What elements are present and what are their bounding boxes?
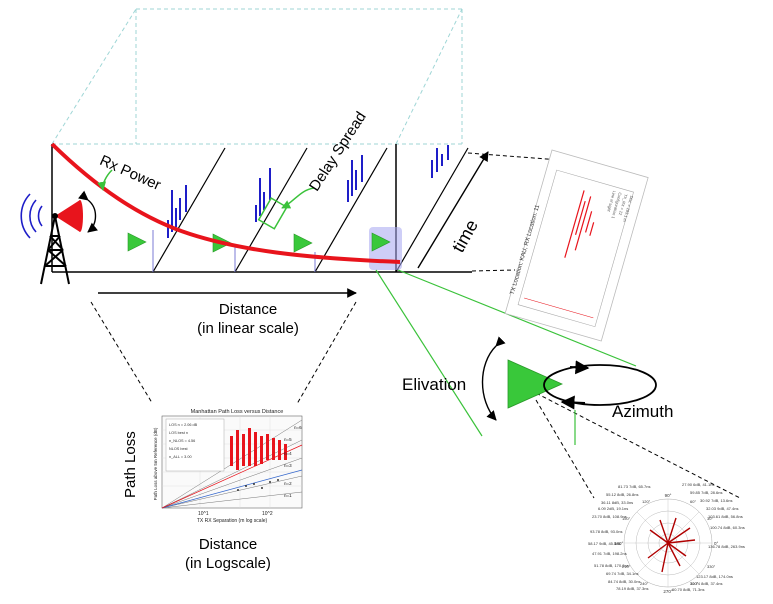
polar-annotation: 51.78 8dB, 170.8ns bbox=[594, 563, 629, 568]
receiver-zoom-lines bbox=[375, 269, 637, 445]
3d-box-wireframe bbox=[51, 8, 463, 145]
polar-annotation: 69.74 7dB, 34.1ns bbox=[606, 571, 638, 576]
azimuth-arrow-top bbox=[569, 360, 590, 375]
polar-annotation: 81.73 7dB, 65.7ns bbox=[618, 484, 650, 489]
polar-annotation: 32.03 9dB, 47.4ns bbox=[706, 506, 738, 511]
polar-annotation: 36.11 8dB, 33.0ns bbox=[601, 500, 633, 505]
delay-spread-pointer bbox=[281, 187, 315, 209]
polar-angle-0: 0° bbox=[714, 541, 719, 546]
polar-annotation: 60.70 8dB, 71.3ns bbox=[672, 587, 704, 592]
path-loss-inset-ylabel: Path Loss above 5m Reference (dB) bbox=[153, 427, 158, 500]
polar-annotation: 136.78 8dB, 263.9ns bbox=[708, 544, 745, 549]
polar-annotation: 103.61 8dB, 56.8ns bbox=[708, 514, 743, 519]
polar-annotation: 6.09 2dB, 19.1ns bbox=[598, 506, 628, 511]
polar-annotation: 93.78 8dB, 93.0ns bbox=[590, 529, 622, 534]
elivation-arrow bbox=[481, 336, 506, 421]
distance-linear-line1: Distance bbox=[218, 301, 278, 318]
exponent-label-5: n=2 bbox=[284, 481, 292, 486]
polar-annotation: 59.85 7dB, 28.6ns bbox=[690, 490, 722, 495]
exponent-label-2: n=5 bbox=[284, 437, 292, 442]
path-loss-inset-xlabel: TX RX Separation (m log scale) bbox=[197, 518, 268, 524]
receiver-large-icon bbox=[507, 359, 563, 409]
receiver-frames bbox=[152, 230, 316, 272]
polar-angle-300: 300° bbox=[690, 581, 699, 586]
elivation-label: Elivation bbox=[402, 375, 467, 394]
exponent-label-6: n=1 bbox=[284, 493, 292, 498]
x-tick-1: 10^1 bbox=[198, 511, 209, 517]
polar-annotation: 84.74 8dB, 30.0ns bbox=[608, 579, 640, 584]
x-tick-2: 10^2 bbox=[262, 511, 273, 517]
path-loss-inset-title: Manhattan Path Loss versus Distance bbox=[191, 409, 284, 415]
legend-item-1: LOS n = 2.06 dB bbox=[169, 423, 198, 427]
polar-angle-240: 240° bbox=[640, 581, 649, 586]
polar-annotation: 27.90 6dB, 41.1ns bbox=[682, 482, 714, 487]
polar-angle-150: 150° bbox=[622, 516, 631, 521]
receiver-4-icon bbox=[371, 232, 391, 252]
pdp-note-3: TX_RX = 12 bbox=[618, 193, 629, 216]
pdp-inset: TX Location: KAU, RX Location: 11 Line o… bbox=[504, 149, 649, 342]
polar-angle-90: 90° bbox=[665, 493, 672, 498]
rx-power-pointer bbox=[97, 169, 113, 191]
azimuth-ellipse bbox=[543, 364, 657, 406]
exponent-label-3: n=4 bbox=[284, 451, 292, 456]
legend-item-3: n_NLOS = 4.56 bbox=[169, 439, 195, 443]
polar-annotation: 55.12 8dB, 26.8ns bbox=[606, 492, 638, 497]
polar-annotation: 100.74 8dB, 60.3ns bbox=[710, 525, 745, 530]
polar-annotation: 78.19 8dB, 37.3ns bbox=[616, 586, 648, 591]
receiver-3-icon bbox=[293, 233, 313, 253]
polar-angle-270: 270° bbox=[663, 589, 673, 594]
polar-angle-60: 60° bbox=[690, 499, 696, 504]
receiver-icons bbox=[127, 232, 391, 253]
path-loss-inset: Manhattan Path Loss versus Distance bbox=[148, 403, 318, 524]
polar-angle-30: 30° bbox=[707, 516, 713, 521]
polar-annotation: 30.92 7dB, 13.6ns bbox=[700, 498, 732, 503]
distance-log-line2: (in Logscale) bbox=[185, 555, 271, 572]
rx-power-curve bbox=[50, 142, 401, 264]
polar-inset: 90° 0° 270° 180° 120° 60° 30° 330° 300° … bbox=[588, 482, 745, 594]
legend-item-2: LOS best n bbox=[169, 431, 188, 435]
polar-annotation: 23.70 8dB, 108.9ns bbox=[592, 514, 627, 519]
antenna-tower-icon bbox=[40, 215, 70, 285]
antenna-signal-waves-icon bbox=[20, 193, 43, 239]
polar-annotation: 32.74 8dB, 37.4ns bbox=[690, 581, 722, 586]
polar-annotation: 47.91 7dB, 198.2ns bbox=[592, 551, 627, 556]
distance-log-line1: Distance bbox=[198, 536, 258, 553]
polar-annotation: 123.17 8dB, 174.0ns bbox=[696, 574, 733, 579]
pdp-note-1: Line of sight bbox=[606, 190, 617, 213]
time-arrow bbox=[417, 151, 489, 269]
dashed-connectors bbox=[90, 152, 741, 499]
distance-linear-label: Distance (in linear scale) bbox=[178, 300, 318, 338]
distance-linear-line2: (in linear scale) bbox=[197, 320, 299, 337]
polar-angle-210: 210° bbox=[622, 564, 631, 569]
polar-angle-120: 120° bbox=[642, 499, 651, 504]
antenna-tilt-arrow bbox=[78, 190, 98, 233]
polar-annotation: 58.17 9dB, 45.0ns bbox=[588, 541, 620, 546]
distance-log-label: Distance (in Logscale) bbox=[168, 535, 288, 573]
azimuth-arrow-bottom bbox=[560, 395, 586, 410]
path-loss-axis-label: Path Loss bbox=[122, 431, 139, 498]
polar-angle-330: 330° bbox=[707, 564, 716, 569]
azimuth-label: Azimuth bbox=[612, 402, 674, 421]
exponent-label-4: n=3 bbox=[284, 463, 292, 468]
legend-item-4: NLOS best bbox=[169, 447, 189, 451]
receiver-1-icon bbox=[127, 232, 147, 252]
legend-item-5: n_ALL = 3.00 bbox=[169, 455, 192, 459]
impulse-responses bbox=[167, 145, 449, 238]
delay-spread-bracket bbox=[257, 197, 288, 230]
exponent-label-1: n=6 bbox=[294, 425, 302, 430]
polar-angle-180: 180° bbox=[614, 541, 624, 546]
time-axes bbox=[152, 147, 469, 273]
